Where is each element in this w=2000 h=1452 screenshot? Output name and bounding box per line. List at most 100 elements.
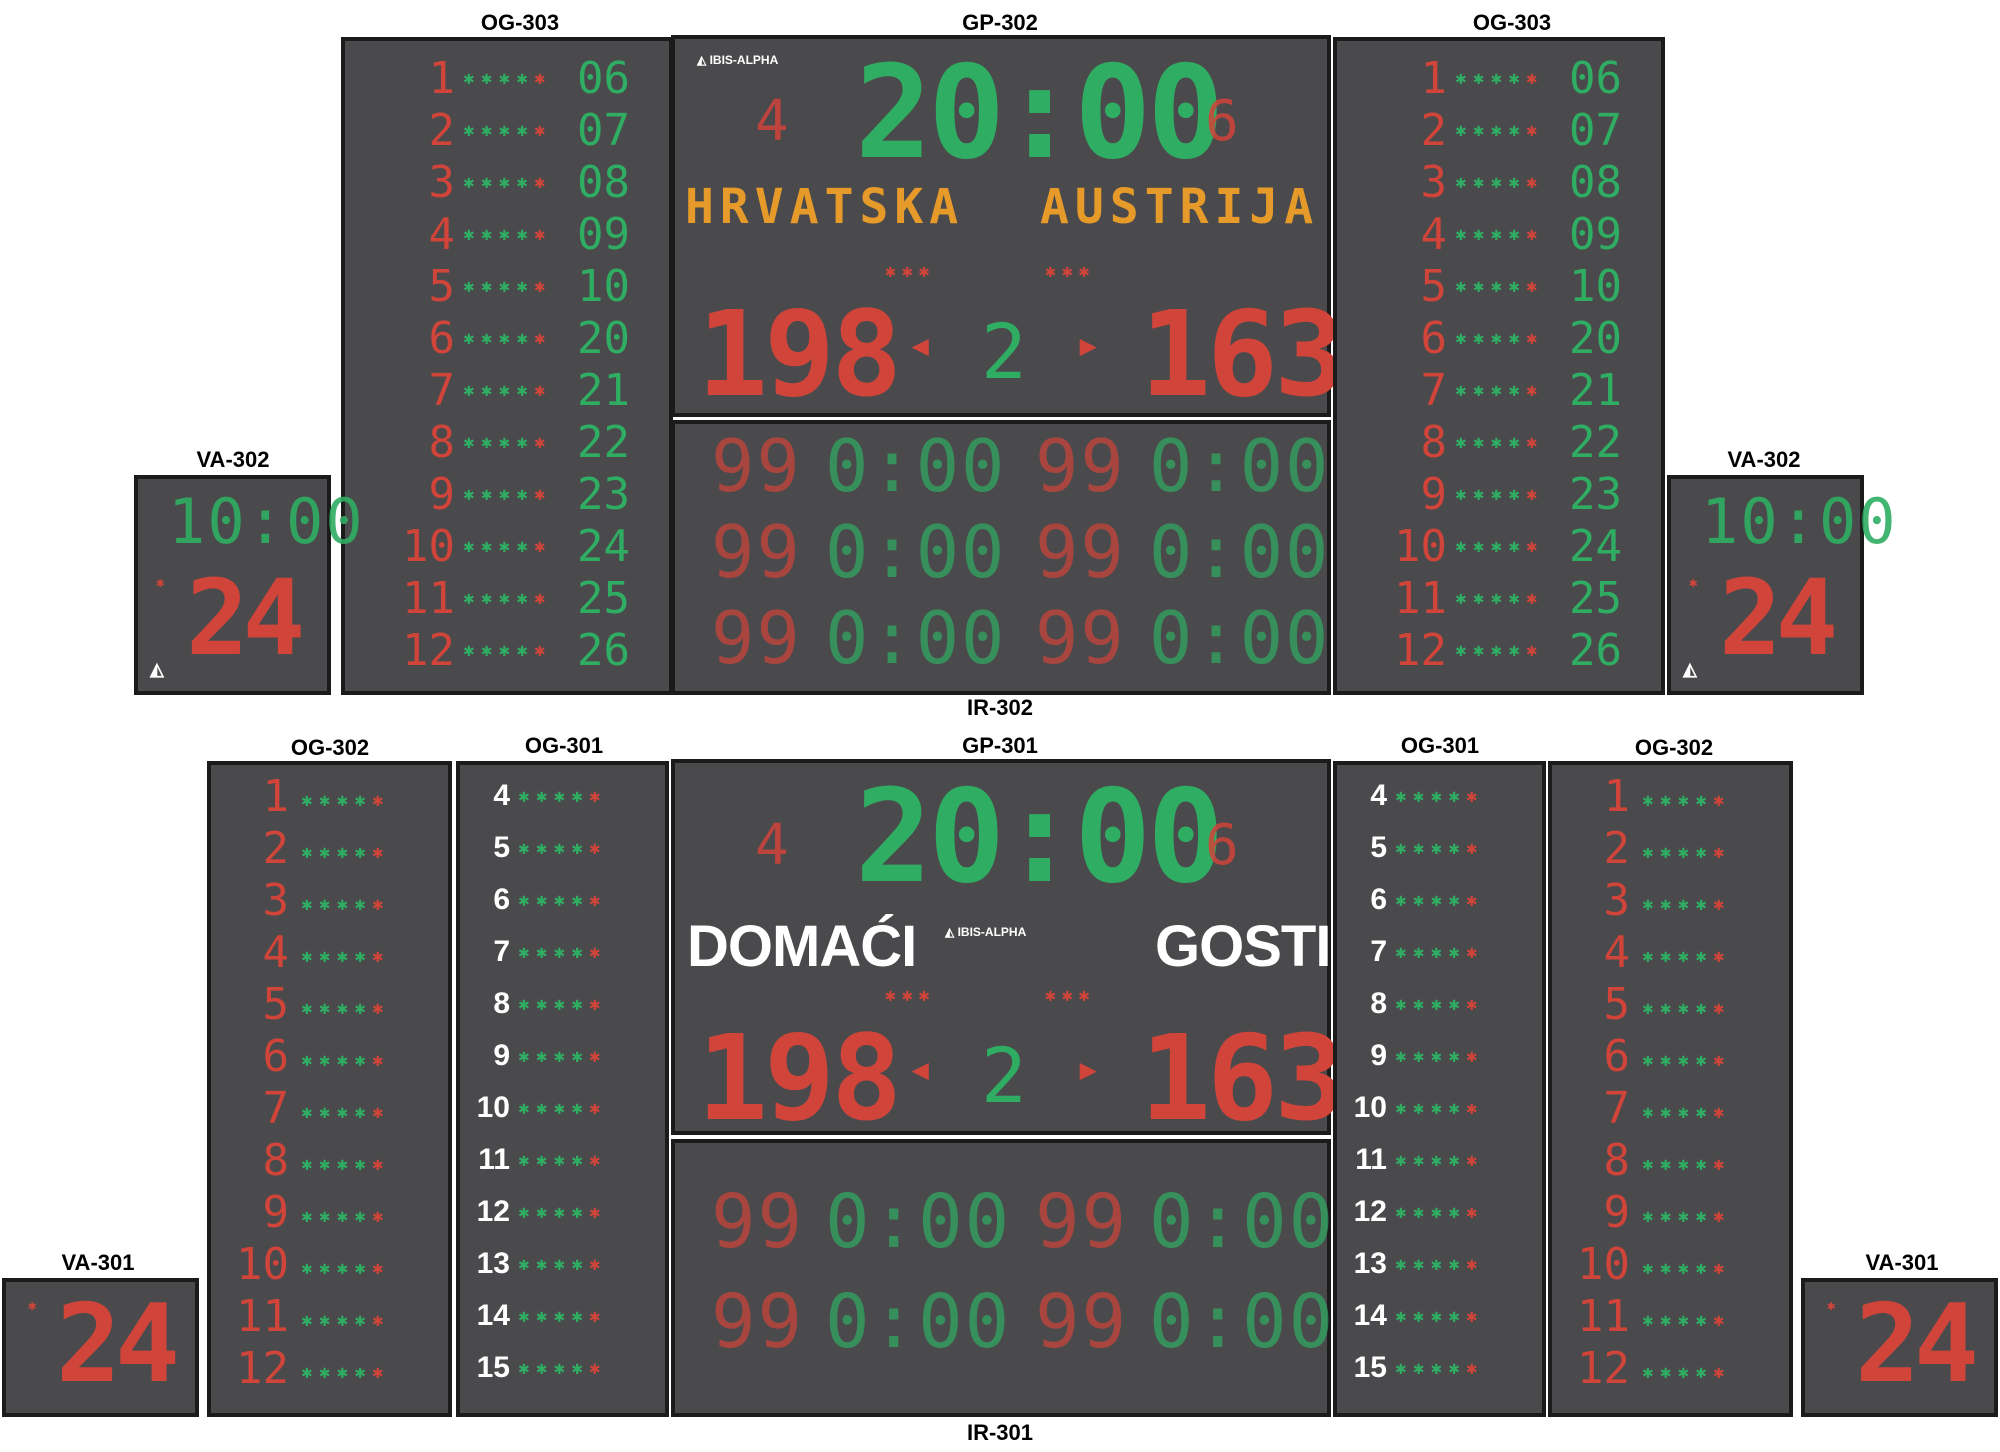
gp301-fouls-home: ✱✱✱	[885, 985, 936, 1006]
player-number: 08	[1569, 157, 1622, 208]
player-number: 21	[577, 365, 630, 416]
player-number: 22	[1569, 417, 1622, 468]
player-index: 2	[1603, 823, 1631, 874]
foul-dots: ✱✱✱✱✱	[1455, 435, 1544, 451]
foul-dots: ✱✱✱✱✱	[518, 789, 607, 805]
player-index: 7	[1420, 365, 1448, 416]
va302-right-shot: 24	[1719, 557, 1838, 679]
label-gp302: GP-302	[962, 10, 1038, 35]
player-number: 9	[1370, 1039, 1387, 1072]
gp301-period-right: 6	[1205, 813, 1241, 878]
player-index: 1	[262, 771, 290, 822]
foul-dots: ✱✱✱✱✱	[518, 1101, 607, 1117]
player-number: 4	[493, 779, 510, 812]
gp301-score-away: 163	[1140, 1009, 1345, 1147]
player-number: 12	[476, 1195, 510, 1228]
label-ir301: IR-301	[966, 1420, 1034, 1445]
foul-dots: ✱✱✱✱✱	[1642, 1261, 1731, 1277]
penalty-away-number: 99	[1035, 596, 1126, 680]
player-index: 8	[428, 417, 456, 468]
brand-logo-icon: ◭	[697, 53, 707, 67]
player-index: 11	[1577, 1291, 1630, 1342]
va301-right-indicator: ✱	[1827, 1298, 1838, 1314]
foul-dots: ✱✱✱✱✱	[1642, 897, 1731, 913]
player-index: 2	[428, 105, 456, 156]
label-gp301: GP-301	[962, 733, 1038, 758]
player-number: 5	[493, 831, 510, 864]
player-index: 8	[262, 1135, 290, 1186]
player-number: 6	[493, 883, 510, 916]
player-number: 11	[1355, 1143, 1387, 1176]
gp301-panel: 4 20:00 6 DOMAĆI ◭ IBIS-ALPHA GOSTI ✱✱✱ …	[671, 759, 1345, 1147]
player-number: 06	[1569, 53, 1622, 104]
player-index: 11	[236, 1291, 289, 1342]
va301-left-panel: ✱ 24	[2, 1278, 199, 1417]
gp302-score-home: 198	[697, 285, 902, 423]
player-index: 11	[402, 573, 455, 624]
player-index: 3	[428, 157, 456, 208]
gp301-brand-logo-icon: ◭	[945, 925, 955, 939]
foul-dots: ✱✱✱✱✱	[301, 1313, 390, 1329]
player-number: 10	[476, 1091, 510, 1124]
foul-dots: ✱✱✱✱✱	[1642, 1105, 1731, 1121]
foul-dots: ✱✱✱✱✱	[1395, 945, 1484, 961]
gp301-team-home: DOMAĆI	[687, 914, 917, 979]
gp302-score-away: 163	[1140, 285, 1345, 423]
foul-dots: ✱✱✱✱✱	[301, 793, 390, 809]
foul-dots: ✱✱✱✱✱	[301, 1001, 390, 1017]
player-index: 4	[428, 209, 456, 260]
player-number: 23	[577, 469, 630, 520]
player-number: 12	[1353, 1195, 1387, 1228]
brand-logo-text: IBIS-ALPHA	[709, 53, 779, 67]
player-number: 20	[1569, 313, 1622, 364]
player-number: 26	[1569, 625, 1622, 676]
va302-left-indicator: ✱	[156, 575, 167, 591]
foul-dots: ✱✱✱✱✱	[1455, 331, 1544, 347]
player-index: 1	[1603, 771, 1631, 822]
og301-left-panel: 4✱✱✱✱✱5✱✱✱✱✱6✱✱✱✱✱7✱✱✱✱✱8✱✱✱✱✱9✱✱✱✱✱10✱✱…	[456, 761, 669, 1417]
label-og301-right: OG-301	[1400, 733, 1480, 758]
player-index: 11	[1394, 573, 1447, 624]
gp302-team-away: AUSTRIJA	[1040, 179, 1320, 235]
label-og301-left: OG-301	[524, 733, 604, 758]
foul-dots: ✱✱✱✱✱	[518, 1257, 607, 1273]
player-index: 8	[1603, 1135, 1631, 1186]
player-number: 25	[577, 573, 630, 624]
foul-dots: ✱✱✱✱✱	[1642, 793, 1731, 809]
foul-dots: ✱✱✱✱✱	[1455, 175, 1544, 191]
foul-dots: ✱✱✱✱✱	[518, 1049, 607, 1065]
player-number: 8	[493, 987, 510, 1020]
gp302-fouls-home: ✱✱✱	[885, 261, 936, 282]
gp302-period-right: 6	[1205, 89, 1241, 154]
penalty-home-time: 0:00	[825, 596, 1007, 680]
foul-dots: ✱✱✱✱✱	[1395, 997, 1484, 1013]
player-index: 3	[1420, 157, 1448, 208]
penalty-home-number: 99	[711, 424, 802, 508]
og301-right-panel: 4✱✱✱✱✱5✱✱✱✱✱6✱✱✱✱✱7✱✱✱✱✱8✱✱✱✱✱9✱✱✱✱✱10✱✱…	[1333, 761, 1546, 1417]
penalty-away-time: 0:00	[1149, 424, 1331, 508]
gp301-brand-logo-text: IBIS-ALPHA	[957, 925, 1027, 939]
player-number: 24	[1569, 521, 1622, 572]
player-index: 3	[1603, 875, 1631, 926]
player-index: 9	[262, 1187, 290, 1238]
foul-dots: ✱✱✱✱✱	[1642, 1053, 1731, 1069]
player-index: 2	[262, 823, 290, 874]
player-index: 4	[1420, 209, 1448, 260]
penalty-home-number: 99	[711, 596, 802, 680]
player-number: 15	[476, 1351, 510, 1384]
gp301-period-left: 4	[755, 813, 791, 878]
gp302-game-clock: 20:00	[855, 39, 1224, 188]
label-og303-right: OG-303	[1472, 10, 1552, 35]
player-index: 12	[236, 1343, 289, 1394]
player-index: 12	[402, 625, 455, 676]
va302-left-panel: 10:00 ✱ 24 ◭	[134, 475, 363, 695]
player-number: 14	[1353, 1299, 1387, 1332]
label-og302-left: OG-302	[290, 735, 370, 760]
foul-dots: ✱✱✱✱✱	[463, 123, 552, 139]
foul-dots: ✱✱✱✱✱	[301, 949, 390, 965]
penalty-away-number: 99	[1035, 424, 1126, 508]
